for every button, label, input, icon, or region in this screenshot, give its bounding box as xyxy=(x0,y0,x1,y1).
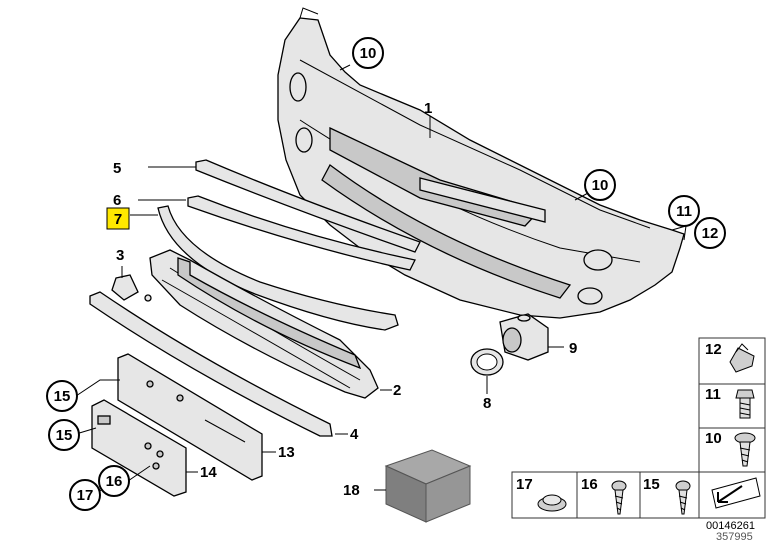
screw-icon xyxy=(734,432,756,467)
kit-box-18 xyxy=(384,449,472,523)
spring-nut-icon xyxy=(729,343,755,373)
parts-table-bottom: 17 16 15 xyxy=(511,471,700,519)
table-label-11: 11 xyxy=(705,386,721,403)
callout-10-side-text: 10 xyxy=(592,177,609,194)
callout-4: 4 xyxy=(350,426,359,443)
callout-11-text: 11 xyxy=(676,203,692,220)
plate-bracket-13 xyxy=(117,353,263,481)
callout-15-lower: 15 xyxy=(48,419,80,451)
callout-10-top-text: 10 xyxy=(360,45,377,62)
callout-9: 9 xyxy=(569,340,577,357)
callout-7-text: 7 xyxy=(114,211,122,228)
hex-bolt-icon xyxy=(735,389,755,419)
callout-13: 13 xyxy=(278,444,295,461)
table-label-10: 10 xyxy=(705,430,722,447)
callout-16-text: 16 xyxy=(106,473,123,490)
callout-18: 18 xyxy=(343,482,360,499)
plate-14 xyxy=(91,399,187,497)
callout-3: 3 xyxy=(116,247,124,264)
callout-12: 12 xyxy=(694,217,726,249)
trim-strip-5 xyxy=(195,159,421,253)
callout-1: 1 xyxy=(424,100,432,117)
callout-10-top: 10 xyxy=(352,37,384,69)
table-label-15: 15 xyxy=(643,476,660,493)
bumper-shell xyxy=(277,7,687,319)
callout-17: 17 xyxy=(69,479,101,511)
catalog-number: 357995 xyxy=(716,531,753,542)
callout-2: 2 xyxy=(393,382,401,399)
callout-14: 14 xyxy=(200,464,217,481)
callout-10-side: 10 xyxy=(584,169,616,201)
table-label-16: 16 xyxy=(581,476,598,493)
diagram-number: 00146261 xyxy=(706,520,755,532)
callout-8: 8 xyxy=(483,395,491,412)
callout-11: 11 xyxy=(668,195,700,227)
pan-screw-icon xyxy=(611,480,627,515)
callout-15-upper: 15 xyxy=(46,380,78,412)
fog-housing-9 xyxy=(499,313,549,361)
callout-7-highlight: 7 xyxy=(106,207,130,230)
callout-5: 5 xyxy=(113,160,121,177)
callout-15-upper-text: 15 xyxy=(54,388,71,405)
lower-strip-4 xyxy=(89,291,333,437)
ring-8 xyxy=(470,348,504,376)
callout-15-lower-text: 15 xyxy=(56,427,73,444)
callout-17-text: 17 xyxy=(77,487,94,504)
grille-2 xyxy=(149,249,379,399)
direction-arrow-icon xyxy=(711,477,761,509)
trim-strip-6 xyxy=(187,195,416,271)
table-label-17: 17 xyxy=(516,476,533,493)
callout-16: 16 xyxy=(98,465,130,497)
grommet-icon xyxy=(537,494,567,512)
leader-lines xyxy=(75,64,591,493)
tapping-screw-icon xyxy=(675,480,691,515)
callout-6: 6 xyxy=(113,192,121,209)
callout-12-text: 12 xyxy=(702,225,719,242)
table-label-12: 12 xyxy=(705,341,722,358)
clip-3 xyxy=(111,274,152,302)
parts-table-right: 12 11 10 xyxy=(698,337,766,519)
